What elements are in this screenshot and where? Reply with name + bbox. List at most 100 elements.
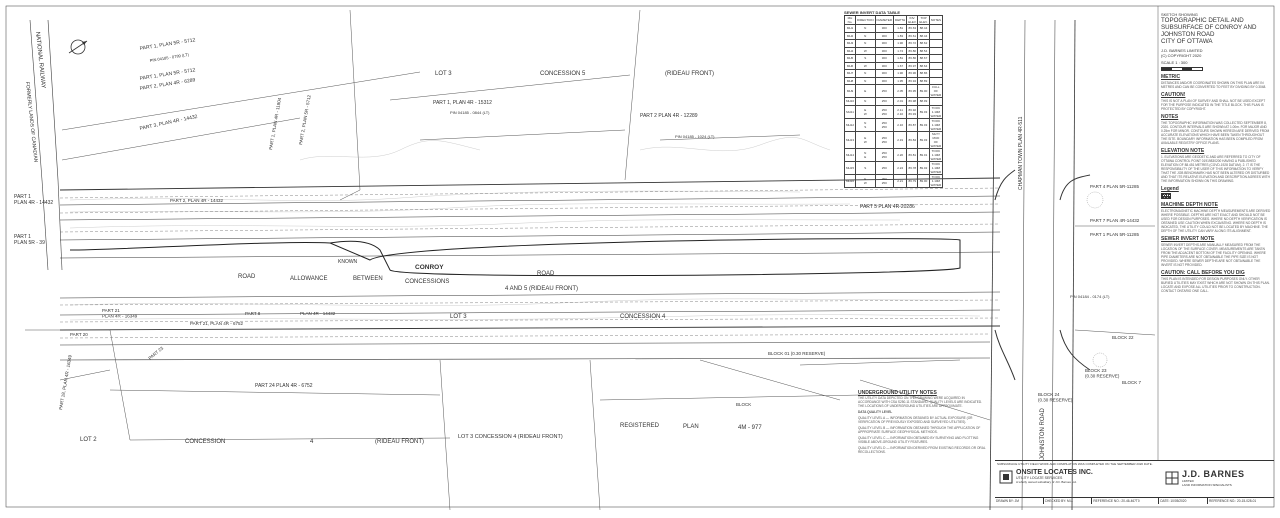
sewer-cell: 2.19 [893,130,908,149]
label-road: ROAD [238,274,256,280]
quality-level-b: QUALITY LEVEL B — INFORMATION OBTAINED T… [858,426,981,434]
sewer-header-cell: NOTES [928,15,944,25]
label-known: KNOWN [338,259,358,265]
sketch-showing: SKETCH SHOWING [1161,12,1198,17]
sewer-cell: 89.01 [917,147,930,162]
label-conroy: CONROY [415,264,444,271]
jdb-limited: LIMITED [1182,479,1194,483]
label-lot2: LOT 2 [80,437,97,443]
checked-by-cell: CHECKED BY: M.L. [1044,498,1093,504]
sewer-cell: 300 [874,24,895,33]
machine-depth-header: MACHINE DEPTH NOTE [1161,202,1218,208]
machine-depth-text: ELECTROMAGNETIC MACHINE DEPTH MEASUREMEN… [1161,209,1271,233]
jdb-sub: LAND INFORMATION SPECIALISTS [1182,483,1232,487]
label-part5-4r20286: PART 5 PLAN 4R-20286 [860,204,915,210]
onsite-sub: UTILITY LOCATE SERVICES [1016,476,1063,480]
sewer-cell: FULL OF WATER [928,84,944,98]
legend-swatch [1161,195,1171,196]
jdb-name: J.D. BARNES [1182,469,1245,479]
sewer-cell: 88.99 [917,97,930,106]
sewer-cell: 86.95 [906,84,919,98]
label-part1-5r11285: PART 1 PLAN 5R-11285 [1090,232,1139,237]
label-concession4-mid: CONCESSION 4 [620,314,666,320]
label-concessions: CONCESSIONS [405,279,449,285]
drawing-scale: SCALE 1 : 300 [1161,60,1188,65]
label-part2-4r12289: PART 2 PLAN 4R - 12289 [640,113,698,119]
sewer-cell: 89.03 [917,104,930,119]
legend-item [1161,196,1271,197]
sewer-cell: MH4 [843,46,857,55]
label-part20: PART 20 [70,332,88,337]
sewer-cell: 89.00 [917,84,930,98]
sewer-cell: 88.86 [917,69,930,78]
sewer-cell: 86.81 [906,147,919,162]
sewer-cell: 1.90 [893,39,908,48]
date-label: DATE: [1160,499,1170,503]
label-pin-04184: PIN 04184 - 0174 (LT) [1070,294,1110,299]
sewer-cell: 2.01 [893,97,908,106]
label-concession-bottom: CONCESSION [185,439,225,445]
sewer-cell: 2.21 [893,173,908,188]
label-railway: NATIONAL RAILWAY [34,32,46,89]
sewer-cell: 86.63 [906,24,919,33]
label-rideau-top: (RIDEAU FRONT) [665,71,714,77]
legend-list [1161,193,1271,199]
label-4r14432-mid: PLAN 4R - 14432 [300,311,336,316]
sewer-cell: 88.44 [917,31,930,40]
pavement-outline-west [69,241,331,251]
sewer-invert-header: SEWER INVERT NOTE [1161,236,1215,242]
label-chapman-plan: CHAPMAN TOWN PLAN 4R-511 [1018,116,1024,190]
notes-header: NOTES [1161,114,1179,120]
label-pin-1024: PIN 04185 - 1024 (LT) [675,134,715,139]
label-block22: BLOCK 22 [1112,335,1134,340]
elevation-header: ELEVATION NOTE [1161,148,1205,154]
sewer-header-cell: DEPTH [893,15,908,25]
title-column: SKETCH SHOWING TOPOGRAPHIC DETAIL AND SU… [1161,12,1271,295]
metric-text: DISTANCES AND/OR COORDINATES SHOWN ON TH… [1161,81,1267,89]
sewer-cell: 2.20 [893,147,908,162]
label-four-five: 4 AND 5 (RIDEAU FRONT) [505,286,578,292]
sewer-cell: MH6 [843,61,857,70]
label-part4-5r11285: PART 4 PLAN 5R-11285 [1090,184,1139,189]
johnston-road-band [989,19,1091,511]
sewer-cell: 1.81 [893,54,908,63]
sewer-cell: 1.67 [893,61,908,70]
label-part2-4r14432: PART 2, PLAN 4R - 14432 [170,198,224,203]
sewer-cell: 86.80 [906,46,919,55]
pavement-outline [328,238,961,277]
legend-swatch [1161,194,1171,195]
sewer-cell: 300 [874,76,895,85]
sewer-header-cell: DIAMETER [874,15,895,25]
copyright: (C) COPYRIGHT 2020 [1161,53,1202,58]
sewer-header-cell: TOP ELEV. [917,15,930,25]
jdb-logo: J.D. BARNES LIMITED LAND INFORMATION SPE… [1165,469,1245,487]
sewer-cell: 86.79 [906,173,919,188]
label-concession5: CONCESSION 5 [540,71,586,77]
sewer-cell [928,39,944,48]
sewer-cell: 88.44 [917,24,930,33]
elevation-text: 1. ELEVATIONS ARE GEODETIC AND ARE REFER… [1161,155,1270,183]
sewer-cell: N [855,69,876,78]
drawing-city: CITY OF OTTAWA [1161,38,1213,45]
metric-header: METRIC [1161,74,1181,80]
sewer-cell: MH2 [843,31,857,40]
utility-lines [59,187,1001,339]
legend-header: Legend [1161,186,1179,192]
sewer-cell: N [855,97,876,106]
sewer-cell: 88.67 [917,54,930,63]
